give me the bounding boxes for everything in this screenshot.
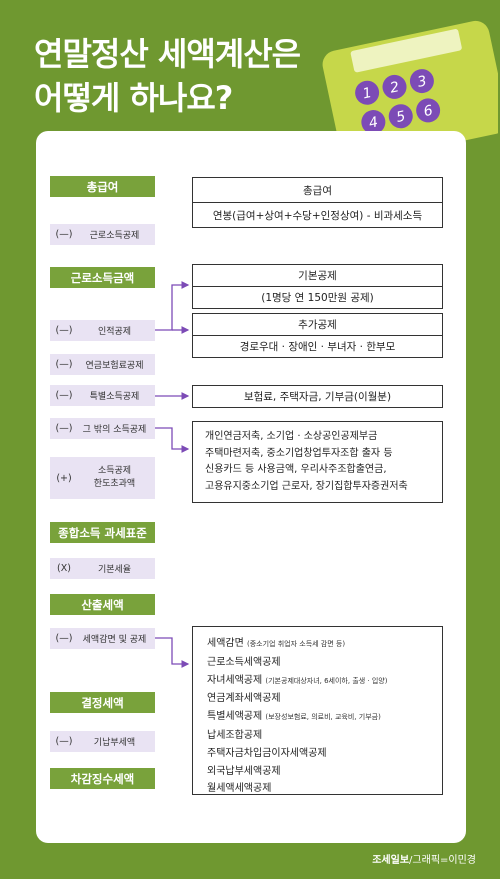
step-earned-deduction: (—)근로소득공제	[50, 224, 155, 245]
credit-item: 납세조합공제	[207, 729, 263, 741]
credit-item: 자녀세액공제 (기본공제대상자녀, 6세이하, 출생 · 입양)	[207, 674, 388, 686]
step-computed-tax: 산출세액	[50, 594, 155, 615]
other-item: 개인연금저축, 소기업 · 소상공인공제부금	[205, 431, 378, 442]
key-4	[361, 110, 386, 135]
step-earned-income: 근로소득금액	[50, 267, 155, 288]
svg-text:3: 3	[416, 73, 428, 91]
svg-text:6: 6	[422, 103, 434, 121]
basic-deduction-box: 기본공제 (1명당 연 150만원 공제)	[192, 264, 443, 309]
salary-box-desc: 연봉(급여+상여+수당+인정상여) - 비과세소득	[193, 202, 442, 227]
additional-box-title: 추가공제	[298, 319, 337, 331]
tax-credit-box: 세액감면 (중소기업 취업자 소득세 감면 등) 근로소득세액공제 자녀세액공제…	[192, 626, 443, 795]
step-special-deduction: (—)특별소득공제	[50, 385, 155, 406]
key-6	[416, 98, 441, 123]
special-deduction-box: 보험료, 주택자금, 기부금(이월분)	[192, 385, 443, 408]
other-item: 신용카드 등 사용금액, 우리사주조합출연금,	[205, 464, 387, 475]
svg-text:4: 4	[368, 114, 380, 132]
arrow-other	[155, 427, 190, 453]
basic-box-title: 기본공제	[298, 270, 337, 282]
svg-text:5: 5	[395, 108, 407, 126]
step-prepaid-tax: (—)기납부세액	[50, 731, 155, 752]
arrow-credit	[155, 637, 190, 668]
credit-item: 월세액세액공제	[207, 783, 272, 795]
additional-deduction-box: 추가공제 경로우대 · 장애인 · 부녀자 · 한부모	[192, 313, 443, 358]
step-pension-deduction: (—)연금보험료공제	[50, 354, 155, 375]
salary-box: 총급여 연봉(급여+상여+수당+인정상여) - 비과세소득	[192, 177, 443, 228]
calculator-illustration: 1 2 3 4 5 6	[322, 20, 498, 148]
basic-box-desc: (1명당 연 150만원 공제)	[193, 286, 442, 308]
step-tax-base: 종합소득 과세표준	[50, 522, 155, 543]
credit-item: 세액감면 (중소기업 취업자 소득세 감면 등)	[207, 638, 346, 649]
credit-item: 주택자금차입금이자세액공제	[207, 747, 327, 759]
svg-text:1: 1	[361, 85, 373, 103]
credit-item: 연금계좌세액공제	[207, 693, 281, 705]
other-deduction-box: 개인연금저축, 소기업 · 소상공인공제부금 주택마련저축, 중소기업창업투자조…	[192, 421, 443, 503]
footer-brand: 조세일보	[372, 855, 410, 866]
step-basic-rate: (X)기본세율	[50, 558, 155, 579]
key-3	[409, 69, 434, 94]
step-determined-tax: 결정세액	[50, 692, 155, 713]
salary-box-title: 총급여	[303, 184, 332, 197]
arrow-personal	[155, 281, 190, 331]
footer-credit: 조세일보/그래픽=이민경	[372, 851, 476, 866]
step-other-deduction: (—)그 밖의 소득공제	[50, 418, 155, 439]
other-item: 고용유지중소기업 근로자, 장기집합투자증권저축	[205, 480, 408, 492]
step-tax-credit: (—)세액감면 및 공제	[50, 628, 155, 649]
key-5	[388, 104, 413, 129]
step-final-tax: 차감징수세액	[50, 768, 155, 789]
credit-item: 근로소득세액공제	[207, 656, 281, 668]
credit-item: 특별세액공제 (보장성보험료, 의료비, 교육비, 기부금)	[207, 711, 381, 723]
key-1	[355, 80, 380, 105]
additional-box-desc: 경로우대 · 장애인 · 부녀자 · 한부모	[193, 335, 442, 357]
key-2	[382, 74, 407, 99]
title-line-2: 어떻게 하나요?	[34, 79, 233, 117]
svg-text:2: 2	[389, 79, 401, 97]
page-title: 연말정산 세액계산은 어떻게 하나요?	[34, 32, 301, 120]
title-line-1: 연말정산 세액계산은	[34, 35, 301, 73]
credit-item: 외국납부세액공제	[207, 765, 281, 777]
step-personal-deduction: (—)인적공제	[50, 320, 155, 341]
other-item: 주택마련저축, 중소기업창업투자조합 출자 등	[205, 447, 393, 459]
footer-graphic-credit: /그래픽=이민경	[409, 855, 476, 866]
step-salary: 총급여	[50, 176, 155, 197]
